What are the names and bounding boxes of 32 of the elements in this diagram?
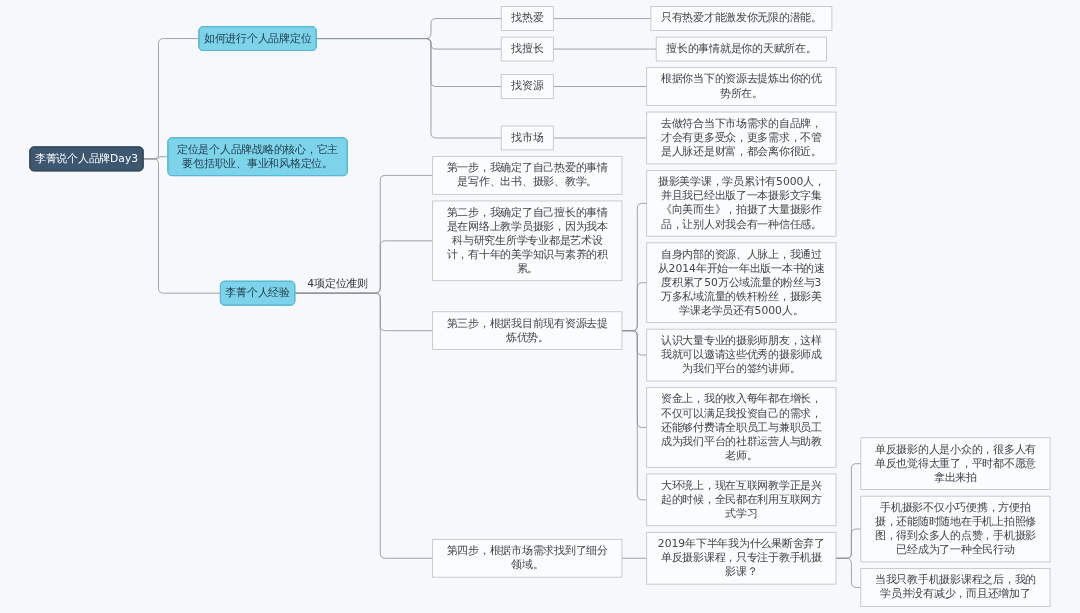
connector [552, 18, 652, 19]
connector [835, 557, 862, 588]
edge-label: 4项定位准则 [307, 277, 368, 290]
node-box: 第二步，我确定了自己擅长的事情是在网络上教学员摄影，因为我本科与研究生所学专业都是艺术设计，有十年的美学知识与素养的积累。 [432, 200, 623, 282]
node-box: 手机摄影不仅小巧便携，方便拍摄，还能随时随地在手机上拍照修图，得到众多人的点赞，手机摄影已经成为了一种全民行动 [860, 495, 1051, 563]
connector [142, 158, 221, 294]
node-box: 当我只教手机摄影课程之后，我的学员并没有减少，而且还增加了 [860, 568, 1051, 607]
node-box: 根据你当下的资源去提炼出你的优势所在。 [646, 67, 837, 106]
node-box: 2019年下半年我为什么果断舍弃了单反摄影课程，只专注于教手机摄影课？ [646, 531, 837, 585]
node-box: 只有热爱才能激发你无限的潜能。 [650, 6, 833, 31]
node-box: 去做符合当下市场需求的自品牌，才会有更多受众，更多需求，不管是人脉还是财富，都会离你很近。 [646, 111, 837, 165]
connector [552, 137, 648, 139]
node-box: 单反摄影的人是小众的，很多人有单反也觉得太重了，平时都不愿意拿出来拍 [860, 437, 1051, 490]
connector [552, 86, 648, 87]
node-box: 第三步，根据我目前现有资源去提炼优势。 [432, 311, 623, 350]
node-box: 找市场 [500, 125, 554, 151]
node-box: 找资源 [500, 74, 554, 99]
node-box: 找热爱 [500, 6, 554, 31]
node-box: 擅长的事情就是你的天赋所在。 [655, 36, 827, 62]
node-box: 第四步，根据市场需求找到了细分领域。 [432, 538, 623, 578]
connector [552, 48, 657, 50]
node-box: 认识大量专业的摄影师朋友，这样我就可以邀请这些优秀的摄影师成为我们平台的签约讲师。 [646, 328, 837, 382]
node-box: 摄影美学课，学员累计有5000人，并且我已经出版了一本摄影文字集《向美而生》，拍摄了大量摄影作品，让别人对我会有一种信任感。 [646, 170, 837, 237]
connector [315, 38, 502, 139]
node-box: 自身内部的资源、人脉上，我通过从2014年开始一年出版一本书的速度积累了50万公域流量的粉丝与3万多私域流量的铁杆粉丝，摄影美学课老学员还有5000人。 [646, 242, 837, 323]
connector [621, 557, 648, 559]
node-box: 找擅长 [500, 36, 554, 62]
node-box: 资金上，我的收入每年都在增长，不仅可以满足我投资自己的需求，还能够付费请全职员工与兼职员工成为我们平台的社群运营人与助教老师。 [646, 387, 837, 468]
node-box: 大环境上，现在互联网教学正是兴起的时候，全民都在利用互联网方式学习 [646, 473, 837, 527]
connector [621, 330, 648, 501]
node-box: 第一步，我确定了自己热爱的事情是写作、出书、摄影、教学。 [432, 156, 623, 195]
connector [294, 292, 434, 559]
